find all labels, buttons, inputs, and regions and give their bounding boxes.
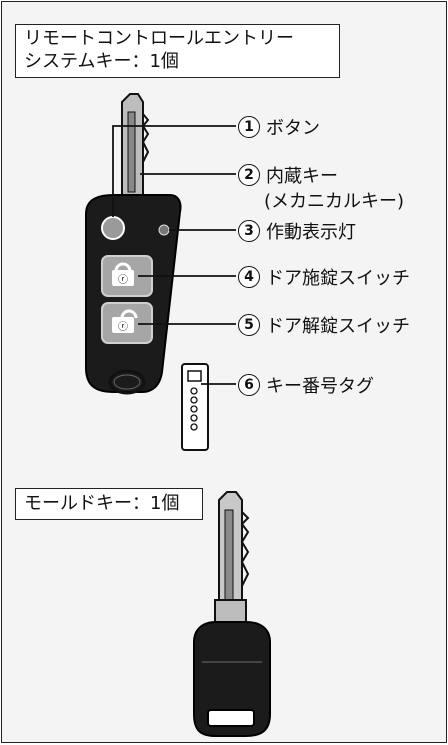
callout-label: ボタン [266, 118, 320, 139]
callout-label: キー番号タグ [266, 376, 374, 397]
callout-label: ドア施錠スイッチ [266, 268, 410, 289]
callout-number: 2 [238, 164, 260, 186]
callout-number: 6 [238, 374, 260, 396]
leader-lines [112, 125, 236, 385]
callout-number: 5 [238, 314, 260, 336]
unfold-button [101, 216, 125, 240]
remote-key-title: リモートコントロールエントリー システムキー：1個 [15, 24, 340, 78]
callout-number: 3 [238, 220, 260, 242]
indicator-lamp [158, 224, 170, 236]
callout-label: ドア解錠スイッチ [266, 316, 410, 337]
lock-switch: ⓡ [101, 255, 153, 297]
mold-key-title: モールドキー：1個 [15, 488, 203, 520]
key-number-tag [181, 363, 209, 451]
svg-text:ⓡ: ⓡ [118, 274, 128, 286]
callout-label: 作動表示灯 [266, 222, 356, 243]
callout-number: 1 [238, 116, 260, 138]
remote-key-title-line1: リモートコントロールエントリー [24, 28, 294, 49]
callout-unlock-switch: 5 ドア解錠スイッチ [238, 312, 410, 338]
unlock-switch: ⓡ [101, 302, 153, 344]
callout-number: 4 [238, 266, 260, 288]
callout-indicator-lamp: 3 作動表示灯 [238, 218, 356, 244]
callout-built-in-key: 2 内蔵キー [238, 162, 338, 188]
callout-sublabel: (メカニカルキー) [264, 191, 405, 212]
remote-key-title-line2: システムキー：1個 [24, 51, 179, 72]
svg-text:ⓡ: ⓡ [118, 321, 128, 333]
callout-button: 1 ボタン [238, 114, 320, 140]
mold-key [193, 491, 271, 737]
callout-label: 内蔵キー [266, 166, 338, 187]
callout-key-number-tag: 6 キー番号タグ [238, 372, 374, 398]
callout-lock-switch: 4 ドア施錠スイッチ [238, 264, 410, 290]
